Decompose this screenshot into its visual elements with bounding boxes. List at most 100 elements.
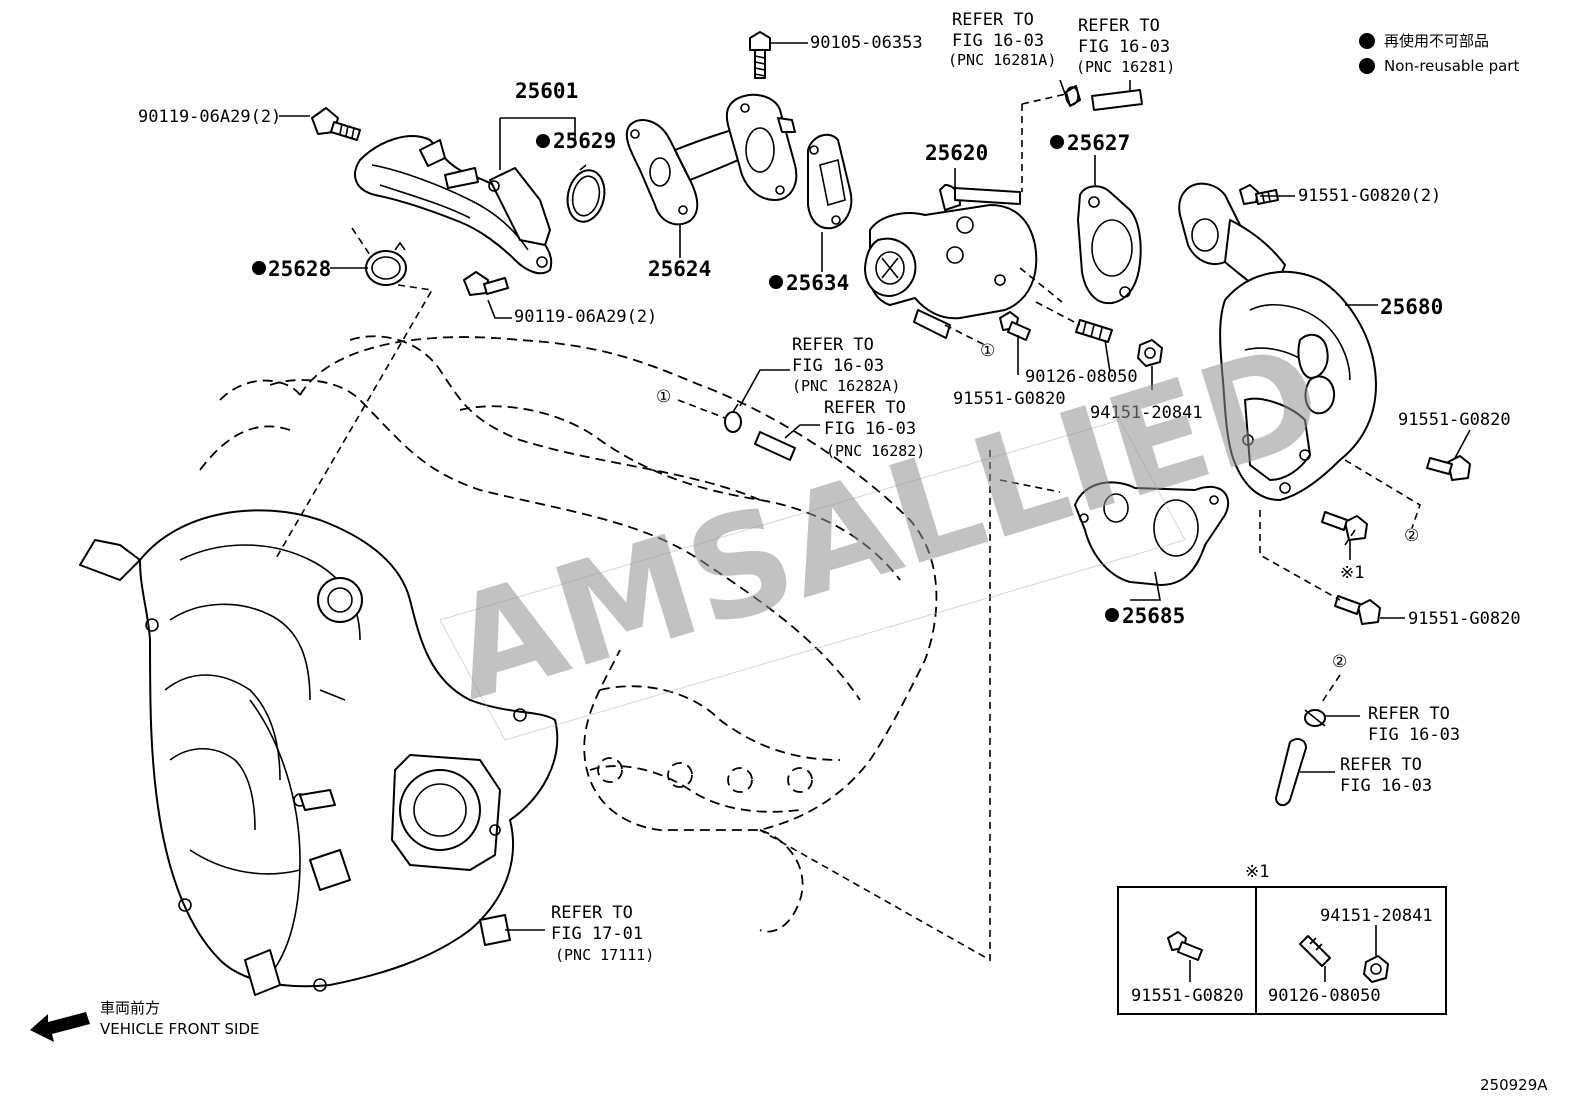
bolt-91551-g0820-center (1321, 511, 1368, 541)
refer-17111: REFER TO FIG 17-01 (PNC 17111) (551, 903, 654, 964)
label-91551-g0820-valve: 91551-G0820 (953, 389, 1066, 409)
label-25629: 25629 (553, 129, 616, 153)
hose-clip-16282a (724, 403, 742, 433)
leader-lines (279, 42, 1471, 931)
front-direction: 車両前方 VEHICLE FRONT SIDE (30, 999, 260, 1042)
non-reusable-dot (1050, 135, 1064, 149)
hose-clip-16281a (1065, 85, 1081, 107)
svg-text:FIG 17-01: FIG 17-01 (551, 924, 643, 944)
legend-english: Non-reusable part (1384, 57, 1519, 75)
svg-text:REFER TO: REFER TO (1368, 704, 1450, 724)
legend-dot (1359, 33, 1375, 49)
bolt-90119-06a29-mid (463, 271, 509, 296)
refer-16282: REFER TO FIG 16-03 (PNC 16282) (824, 398, 925, 460)
intake-manifold (79, 509, 559, 996)
connection-lines (274, 93, 1421, 962)
hose-16281 (1091, 89, 1143, 111)
egr-pipe-25624 (625, 93, 798, 226)
part-labels: 25601 25629 25628 25624 25634 25620 2562… (138, 33, 1521, 629)
svg-text:FIG 16-03: FIG 16-03 (1078, 37, 1170, 57)
label-90119-06a29-mid: 90119-06A29(2) (514, 307, 657, 327)
non-reusable-dot (252, 261, 266, 275)
svg-text:REFER TO: REFER TO (792, 335, 874, 355)
marker-1: ① (656, 387, 671, 407)
inset-label-nut: 94151-20841 (1320, 906, 1433, 926)
egr-valve-25620 (864, 184, 1038, 339)
non-reusable-dot (1105, 608, 1119, 622)
bolt-91551-g0820-valve (999, 311, 1031, 341)
marker-2: ② (1404, 526, 1419, 546)
label-25680: 25680 (1380, 295, 1443, 319)
svg-text:FIG 16-03: FIG 16-03 (1368, 725, 1460, 745)
marker-2: ② (1332, 652, 1347, 672)
drawing-code: 250929A (1480, 1076, 1548, 1094)
legend-dot (1359, 58, 1375, 74)
inset-note-marker: ※1 (1245, 862, 1269, 882)
label-25628: 25628 (268, 257, 331, 281)
gasket-25685 (1074, 481, 1230, 586)
egr-cooler-25680 (1178, 182, 1377, 501)
svg-text:(PNC 16282A): (PNC 16282A) (792, 377, 900, 395)
svg-text:(PNC 16282): (PNC 16282) (826, 442, 925, 460)
non-reusable-dot (536, 134, 550, 148)
svg-text:(PNC 17111): (PNC 17111) (555, 946, 654, 964)
label-91551-g0820-2: 91551-G0820(2) (1298, 186, 1441, 206)
gasket-25627 (1077, 185, 1142, 305)
label-25634: 25634 (786, 271, 849, 295)
legend: 再使用不可部品 Non-reusable part (1359, 32, 1519, 75)
refer-16281: REFER TO FIG 16-03 (PNC 16281) (1076, 16, 1175, 76)
refer-to-labels: REFER TO FIG 16-03 (PNC 16281A) REFER TO… (551, 10, 1460, 964)
inset-nut (1363, 925, 1389, 983)
inset-label-bolt: 91551-G0820 (1131, 986, 1244, 1006)
hose-lower (1275, 738, 1307, 806)
svg-text:REFER TO: REFER TO (952, 10, 1034, 30)
refer-16281a: REFER TO FIG 16-03 (PNC 16281A) (948, 10, 1056, 69)
hose-16282 (754, 431, 796, 461)
label-90119-06a29-top: 90119-06A29(2) (138, 107, 281, 127)
label-90126-08050: 90126-08050 (1025, 367, 1138, 387)
svg-text:(PNC 16281A): (PNC 16281A) (948, 51, 1056, 69)
note-1-marker: ※1 (1340, 563, 1364, 583)
inset-box: ※1 91551-G0820 94151-20841 90126-08050 (1117, 862, 1447, 1015)
front-arrow-icon (30, 1012, 90, 1042)
gasket-25629 (566, 164, 606, 223)
label-90105-06353: 90105-06353 (810, 33, 923, 53)
inset-stud (1299, 935, 1331, 982)
label-25620: 25620 (925, 141, 988, 165)
refer-hose-lower: REFER TO FIG 16-03 (1340, 755, 1432, 796)
label-25627: 25627 (1067, 131, 1130, 155)
bolt-90119-06a29-top (311, 107, 361, 141)
svg-text:(PNC 16281): (PNC 16281) (1076, 58, 1175, 76)
svg-text:REFER TO: REFER TO (1078, 16, 1160, 36)
gasket-25634 (807, 133, 853, 230)
refer-16282a: REFER TO FIG 16-03 (PNC 16282A) (792, 335, 900, 395)
svg-text:FIG 16-03: FIG 16-03 (824, 419, 916, 439)
bolt-91551-g0820-right (1426, 455, 1471, 481)
hose-clip-lower (1304, 709, 1326, 727)
legend-japanese: 再使用不可部品 (1384, 32, 1489, 50)
svg-text:FIG 16-03: FIG 16-03 (1340, 776, 1432, 796)
gasket-25628 (365, 241, 407, 286)
label-91551-g0820-right: 91551-G0820 (1398, 410, 1511, 430)
egr-pipe-25601 (354, 135, 553, 275)
marker-1: ① (980, 341, 995, 361)
bolt-91551-g0820-2 (1239, 184, 1279, 205)
nut-94151-20841-valve (1137, 339, 1163, 367)
svg-text:FIG 16-03: FIG 16-03 (792, 356, 884, 376)
bolt-90105-06353 (749, 31, 771, 79)
svg-text:REFER TO: REFER TO (1340, 755, 1422, 775)
engine-outline (199, 335, 938, 933)
label-25601: 25601 (515, 79, 578, 103)
svg-text:REFER TO: REFER TO (551, 903, 633, 923)
bolt-91551-g0820-lower (1334, 595, 1381, 625)
front-japanese: 車両前方 (100, 999, 160, 1017)
front-english: VEHICLE FRONT SIDE (100, 1020, 260, 1038)
markers: ① ① ② ② ※1 (656, 341, 1419, 672)
label-25685: 25685 (1122, 604, 1185, 628)
inset-bolt (1167, 931, 1203, 982)
non-reusable-dot (769, 275, 783, 289)
label-25624: 25624 (648, 257, 711, 281)
svg-text:FIG 16-03: FIG 16-03 (952, 31, 1044, 51)
